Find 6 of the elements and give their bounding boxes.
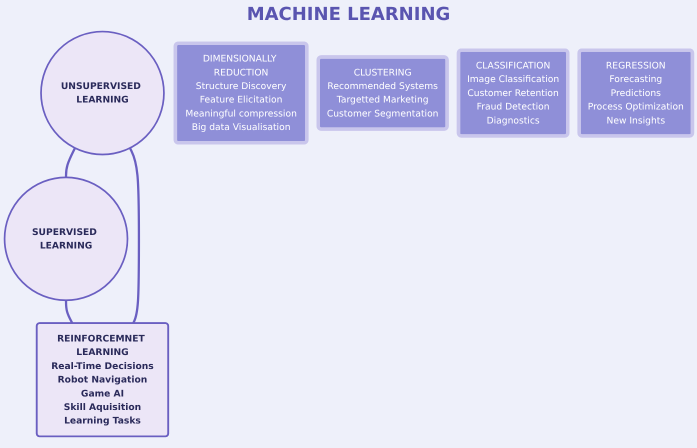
node-circle: UNSUPERVISED LEARNING: [40, 30, 165, 156]
connector: [64, 300, 74, 324]
node-circle: SUPERVISED LEARNING: [4, 176, 128, 302]
connector: [128, 148, 140, 324]
connector: [64, 148, 76, 178]
diagram-title: MACHINE LEARNING: [246, 4, 452, 25]
